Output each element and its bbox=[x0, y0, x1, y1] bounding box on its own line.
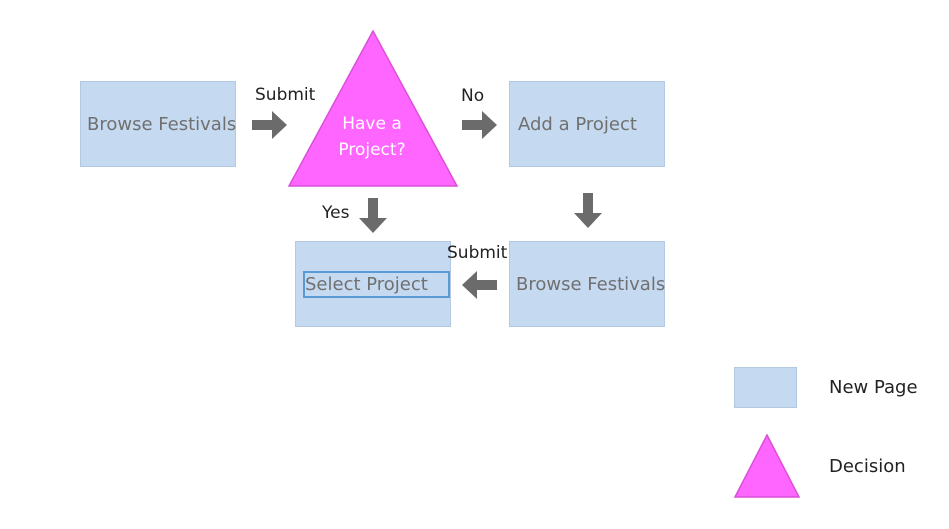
yes-edge-label: Yes bbox=[322, 203, 350, 223]
legend-decision-label: Decision bbox=[829, 456, 906, 477]
legend-new-page-label: New Page bbox=[829, 377, 918, 398]
arrow-down-icon bbox=[574, 193, 602, 228]
legend-new-page-swatch bbox=[734, 367, 797, 408]
decision-text-line2: Project? bbox=[338, 140, 406, 160]
decision-triangle-shape bbox=[287, 30, 459, 187]
arrow-down-icon bbox=[359, 198, 387, 233]
decision-text: Have a Project? bbox=[322, 111, 422, 163]
no-edge-label: No bbox=[461, 86, 485, 106]
browse-festivals-page-box: Browse Festivals bbox=[80, 81, 236, 167]
browse-festivals-second-page-box: Browse Festivals bbox=[509, 241, 665, 327]
legend-decision-swatch bbox=[733, 434, 801, 498]
arrow-right-icon bbox=[462, 111, 497, 139]
add-project-label: Add a Project bbox=[518, 113, 637, 135]
submit-edge-label: Submit bbox=[255, 85, 316, 105]
add-project-page-box: Add a Project bbox=[509, 81, 665, 167]
browse-festivals-second-label: Browse Festivals bbox=[516, 273, 666, 295]
browse-festivals-label: Browse Festivals bbox=[87, 113, 237, 135]
select-project-label[interactable]: Select Project bbox=[303, 270, 450, 298]
select-project-page-box: Select Project bbox=[295, 241, 451, 327]
submit-edge-label-bottom: Submit bbox=[447, 243, 508, 263]
arrow-left-icon bbox=[462, 271, 497, 299]
decision-text-line1: Have a bbox=[342, 114, 402, 134]
arrow-right-icon bbox=[252, 111, 287, 139]
